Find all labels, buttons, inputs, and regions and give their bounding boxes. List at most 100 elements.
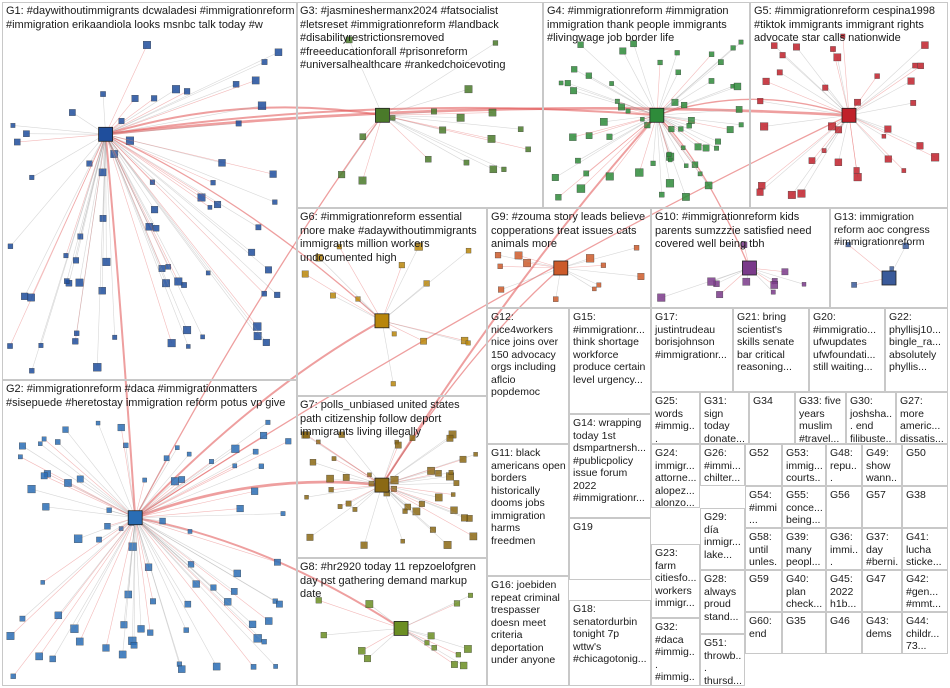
group-label: G60: end (749, 615, 772, 640)
intra-group-edge (656, 115, 701, 174)
group-label: G45: 2022 h1b... (830, 573, 857, 610)
intra-group-edge (134, 517, 187, 631)
intra-group-edge (555, 115, 658, 178)
network-node (218, 159, 226, 167)
intra-group-edge (57, 441, 136, 518)
intra-group-edge (339, 246, 383, 321)
group-box-g26: G26: #immi... chilter... (700, 444, 745, 486)
network-node (316, 439, 321, 445)
network-node (461, 514, 468, 522)
intra-group-edge (105, 134, 269, 271)
intra-group-edge (120, 427, 136, 518)
intra-group-edge (842, 36, 850, 116)
group-box-g37: G37: day #berni... (862, 528, 902, 570)
group-box-g6: G6: #immigrationreform essential more ma… (296, 208, 487, 396)
group-box-g50: G50 (902, 444, 948, 486)
intra-group-edge (38, 517, 136, 657)
intra-group-edge (105, 134, 150, 227)
network-node (183, 326, 192, 335)
intra-group-edge (381, 438, 451, 486)
intra-group-edge (43, 438, 136, 518)
network-node (455, 652, 461, 658)
network-node (365, 600, 374, 608)
network-node (702, 144, 710, 152)
intra-group-edge (135, 508, 241, 518)
network-node (209, 459, 214, 464)
group-box-g31: G31: sign today donate... (700, 392, 749, 444)
network-node (118, 650, 127, 659)
network-node (355, 296, 361, 302)
network-node (23, 130, 30, 137)
group-label: G2: #immigrationreform #daca #immigratio… (6, 383, 286, 409)
network-node (793, 43, 800, 51)
network-node (64, 278, 70, 284)
network-node (337, 504, 343, 509)
intra-group-edge (766, 81, 850, 116)
group-label: G15: #immigrationr... think shortage wor… (573, 311, 646, 386)
network-node (575, 157, 581, 164)
group-box-g54: G54: #immi... irelan... (745, 486, 782, 528)
intra-group-edge (400, 628, 464, 666)
network-node (274, 291, 281, 298)
intra-group-edge (135, 461, 212, 518)
network-node (125, 136, 134, 145)
intra-group-edge (848, 65, 921, 116)
network-node (409, 435, 416, 441)
network-node (304, 495, 309, 500)
network-node (414, 242, 423, 251)
network-node (262, 338, 270, 346)
network-node (124, 590, 133, 599)
network-node (845, 242, 851, 248)
intra-group-edge (656, 115, 696, 165)
network-node (740, 241, 748, 248)
network-node (280, 511, 286, 516)
group-box-g46: G46 (826, 612, 862, 654)
network-node (756, 188, 764, 196)
intra-group-edge (341, 434, 383, 486)
group-box-g49: G49: show wann... (862, 444, 902, 486)
intra-group-edge (837, 57, 850, 116)
group-label: G53: immig... courts... (786, 447, 823, 485)
intra-group-edge (128, 517, 136, 595)
network-node (760, 122, 769, 131)
network-node (776, 69, 783, 76)
network-node (762, 77, 770, 85)
group-box-g60: G60: end (745, 612, 782, 654)
intra-group-edge (656, 115, 717, 149)
network-node (272, 199, 278, 205)
group-box-g19: G19 (569, 518, 651, 580)
network-node (558, 80, 564, 86)
group-label: G12: nice4workers nice joins over 150 ad… (491, 311, 559, 398)
network-node (390, 115, 396, 121)
hub-node (841, 107, 857, 123)
intra-group-edge (656, 52, 678, 116)
network-node (55, 439, 61, 445)
network-node (431, 108, 437, 115)
group-box-g47: G47 (862, 570, 902, 612)
network-node (517, 126, 524, 132)
network-node (874, 73, 880, 79)
network-node (27, 293, 35, 302)
network-node (40, 472, 48, 480)
intra-group-edge (31, 134, 106, 371)
group-label: G25: words #immig... #immig... #green... (655, 395, 695, 444)
intra-group-edge (381, 484, 465, 519)
intra-group-edge (500, 266, 561, 269)
intra-group-edge (75, 134, 106, 261)
network-node (73, 534, 83, 543)
intra-group-edge (125, 445, 136, 518)
network-node (657, 59, 663, 66)
hub-node (553, 260, 569, 276)
network-node (274, 48, 283, 56)
network-node (163, 455, 170, 462)
network-node (41, 436, 47, 442)
intra-group-edge (135, 517, 278, 563)
network-node (659, 191, 665, 198)
intra-group-edge (848, 65, 916, 116)
network-node (808, 157, 816, 164)
network-node (72, 338, 79, 345)
group-label: G41: lucha sticke... (906, 531, 942, 568)
group-box-g2: G2: #immigrationreform #daca #immigratio… (2, 380, 298, 686)
network-node (261, 290, 267, 297)
network-node (274, 558, 281, 566)
